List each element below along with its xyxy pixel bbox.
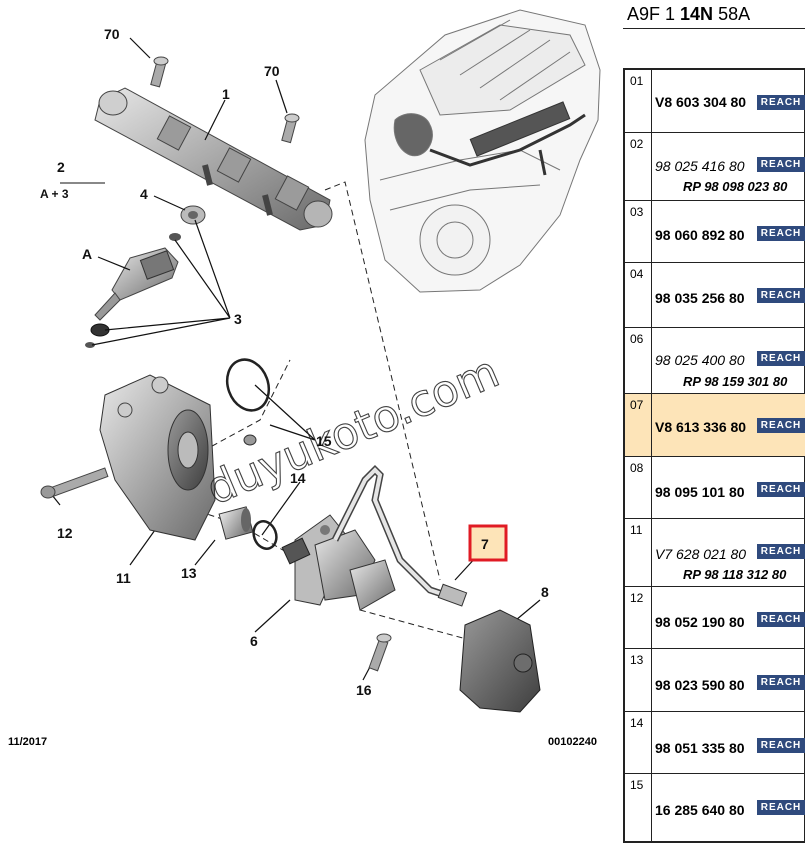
row-index: 12 bbox=[625, 587, 652, 648]
parts-rows: 01 V8 603 304 80 REACH 02 98 025 416 80 … bbox=[623, 70, 805, 843]
part-row-13[interactable]: 13 98 023 590 80 REACH bbox=[625, 649, 805, 712]
watermark-text: duyukoto.com bbox=[199, 346, 506, 515]
row-index: 07 bbox=[625, 394, 652, 456]
pump-housing-11-illustration bbox=[99, 374, 216, 541]
callout-15: 15 bbox=[316, 433, 332, 449]
part-row-06[interactable]: 06 98 025 400 80 REACH RP 98 159 301 80 bbox=[625, 328, 805, 394]
part-row-02[interactable]: 02 98 025 416 80 REACH RP 98 098 023 80 bbox=[625, 133, 805, 201]
reach-badge: REACH bbox=[757, 738, 805, 753]
callout-16: 16 bbox=[356, 682, 372, 698]
sleeve-13-illustration bbox=[218, 506, 254, 540]
replacement-part-number[interactable]: RP 98 118 312 80 bbox=[683, 567, 787, 582]
part-row-07-selected[interactable]: 07 V8 613 336 80 REACH bbox=[625, 394, 805, 457]
callout-12: 12 bbox=[57, 525, 73, 541]
callout-7-highlight[interactable]: 7 bbox=[468, 524, 508, 562]
row-index: 14 bbox=[625, 712, 652, 773]
bolt-12-illustration bbox=[40, 467, 109, 499]
row-index: 15 bbox=[625, 774, 652, 841]
part-number[interactable]: V7 628 021 80 bbox=[655, 546, 747, 562]
callout-6: 6 bbox=[250, 633, 258, 649]
callout-8: 8 bbox=[541, 584, 549, 600]
part-number[interactable]: 16 285 640 80 bbox=[655, 802, 745, 818]
row-index: 08 bbox=[625, 457, 652, 518]
reach-badge: REACH bbox=[757, 482, 805, 497]
part-row-11[interactable]: 11 V7 628 021 80 REACH RP 98 118 312 80 bbox=[625, 519, 805, 587]
part-number[interactable]: V8 603 304 80 bbox=[655, 94, 747, 110]
reach-badge: REACH bbox=[757, 226, 805, 241]
callout-4: 4 bbox=[140, 186, 148, 202]
part-4-illustration bbox=[180, 205, 206, 225]
reach-badge: REACH bbox=[757, 800, 805, 815]
callout-70-left: 70 bbox=[104, 26, 120, 42]
exploded-parts-diagram: duyukoto.com 70 70 1 2 A + 3 4 A 3 15 14… bbox=[8, 9, 601, 748]
fuel-pipe-7-illustration bbox=[331, 465, 468, 607]
callout-2-subtitle: A + 3 bbox=[40, 187, 69, 201]
callout-11: 11 bbox=[116, 570, 131, 586]
reach-badge: REACH bbox=[757, 418, 805, 433]
callout-labels: 70 70 1 2 A + 3 4 A 3 15 14 12 11 13 6 1… bbox=[40, 26, 549, 698]
part-row-14[interactable]: 14 98 051 335 80 REACH bbox=[625, 712, 805, 774]
parts-list-panel: A9F 1 14N 58A 01 V8 603 304 80 REACH 02 … bbox=[623, 0, 805, 843]
reach-badge: REACH bbox=[757, 157, 805, 172]
header-suffix: 58A bbox=[713, 4, 751, 24]
parts-header: A9F 1 14N 58A bbox=[623, 0, 803, 28]
part-number[interactable]: 98 035 256 80 bbox=[655, 290, 745, 306]
part-number[interactable]: 98 095 101 80 bbox=[655, 484, 745, 500]
part-row-04[interactable]: 04 98 035 256 80 REACH bbox=[625, 263, 805, 328]
fuel-rail-illustration bbox=[94, 87, 333, 231]
row-index: 06 bbox=[625, 328, 652, 393]
row-index: 04 bbox=[625, 263, 652, 327]
callout-3: 3 bbox=[234, 311, 242, 327]
reach-badge: REACH bbox=[757, 612, 805, 627]
callout-A: A bbox=[82, 246, 92, 262]
part-row-01[interactable]: 01 V8 603 304 80 REACH bbox=[625, 70, 805, 133]
diagram-date: 11/2017 bbox=[8, 736, 48, 748]
reach-badge: REACH bbox=[757, 675, 805, 690]
part-number[interactable]: 98 060 892 80 bbox=[655, 227, 745, 243]
callout-1: 1 bbox=[222, 86, 230, 102]
bolt-16-illustration bbox=[368, 633, 392, 672]
engine-block-illustration bbox=[364, 9, 601, 293]
row-index: 13 bbox=[625, 649, 652, 711]
replacement-part-number[interactable]: RP 98 159 301 80 bbox=[683, 374, 788, 389]
part-number[interactable]: 98 023 590 80 bbox=[655, 677, 745, 693]
seal-15b-illustration bbox=[243, 434, 257, 446]
reach-badge: REACH bbox=[757, 95, 805, 110]
part-row-12[interactable]: 12 98 052 190 80 REACH bbox=[625, 587, 805, 649]
part-row-15[interactable]: 15 16 285 640 80 REACH bbox=[625, 774, 805, 843]
row-index: 01 bbox=[625, 70, 652, 132]
part-row-03[interactable]: 03 98 060 892 80 REACH bbox=[625, 201, 805, 263]
callout-70-right: 70 bbox=[264, 63, 280, 79]
bolt-70-illustration bbox=[150, 56, 300, 144]
row-index: 03 bbox=[625, 201, 652, 262]
part-number[interactable]: V8 613 336 80 bbox=[655, 419, 747, 435]
reach-badge: REACH bbox=[757, 544, 805, 559]
part-number[interactable]: 98 025 416 80 bbox=[655, 158, 745, 174]
part-row-08[interactable]: 08 98 095 101 80 REACH bbox=[625, 457, 805, 519]
part-number[interactable]: 98 051 335 80 bbox=[655, 740, 745, 756]
diagram-code: 00102240 bbox=[548, 736, 597, 748]
part-number[interactable]: 98 025 400 80 bbox=[655, 352, 745, 368]
row-index: 11 bbox=[625, 519, 652, 586]
header-bold: 14N bbox=[680, 4, 714, 24]
replacement-part-number[interactable]: RP 98 098 023 80 bbox=[683, 179, 788, 194]
callout-7[interactable]: 7 bbox=[481, 536, 489, 552]
callout-14: 14 bbox=[290, 470, 306, 486]
reach-badge: REACH bbox=[757, 351, 805, 366]
o-ring-illustration bbox=[225, 358, 278, 550]
reach-badge: REACH bbox=[757, 288, 805, 303]
callout-13: 13 bbox=[181, 565, 197, 581]
row-index: 02 bbox=[625, 133, 652, 200]
parts-header-spacer bbox=[623, 28, 805, 70]
injector-A-illustration bbox=[85, 233, 181, 348]
part-number[interactable]: 98 052 190 80 bbox=[655, 614, 745, 630]
diagram-canvas: duyukoto.com 70 70 1 2 A + 3 4 A 3 15 14… bbox=[40, 9, 601, 713]
header-prefix: A9F 1 bbox=[627, 4, 681, 24]
callout-7-box[interactable] bbox=[468, 524, 508, 562]
callout-2: 2 bbox=[57, 159, 65, 175]
cover-8-illustration bbox=[459, 609, 541, 713]
